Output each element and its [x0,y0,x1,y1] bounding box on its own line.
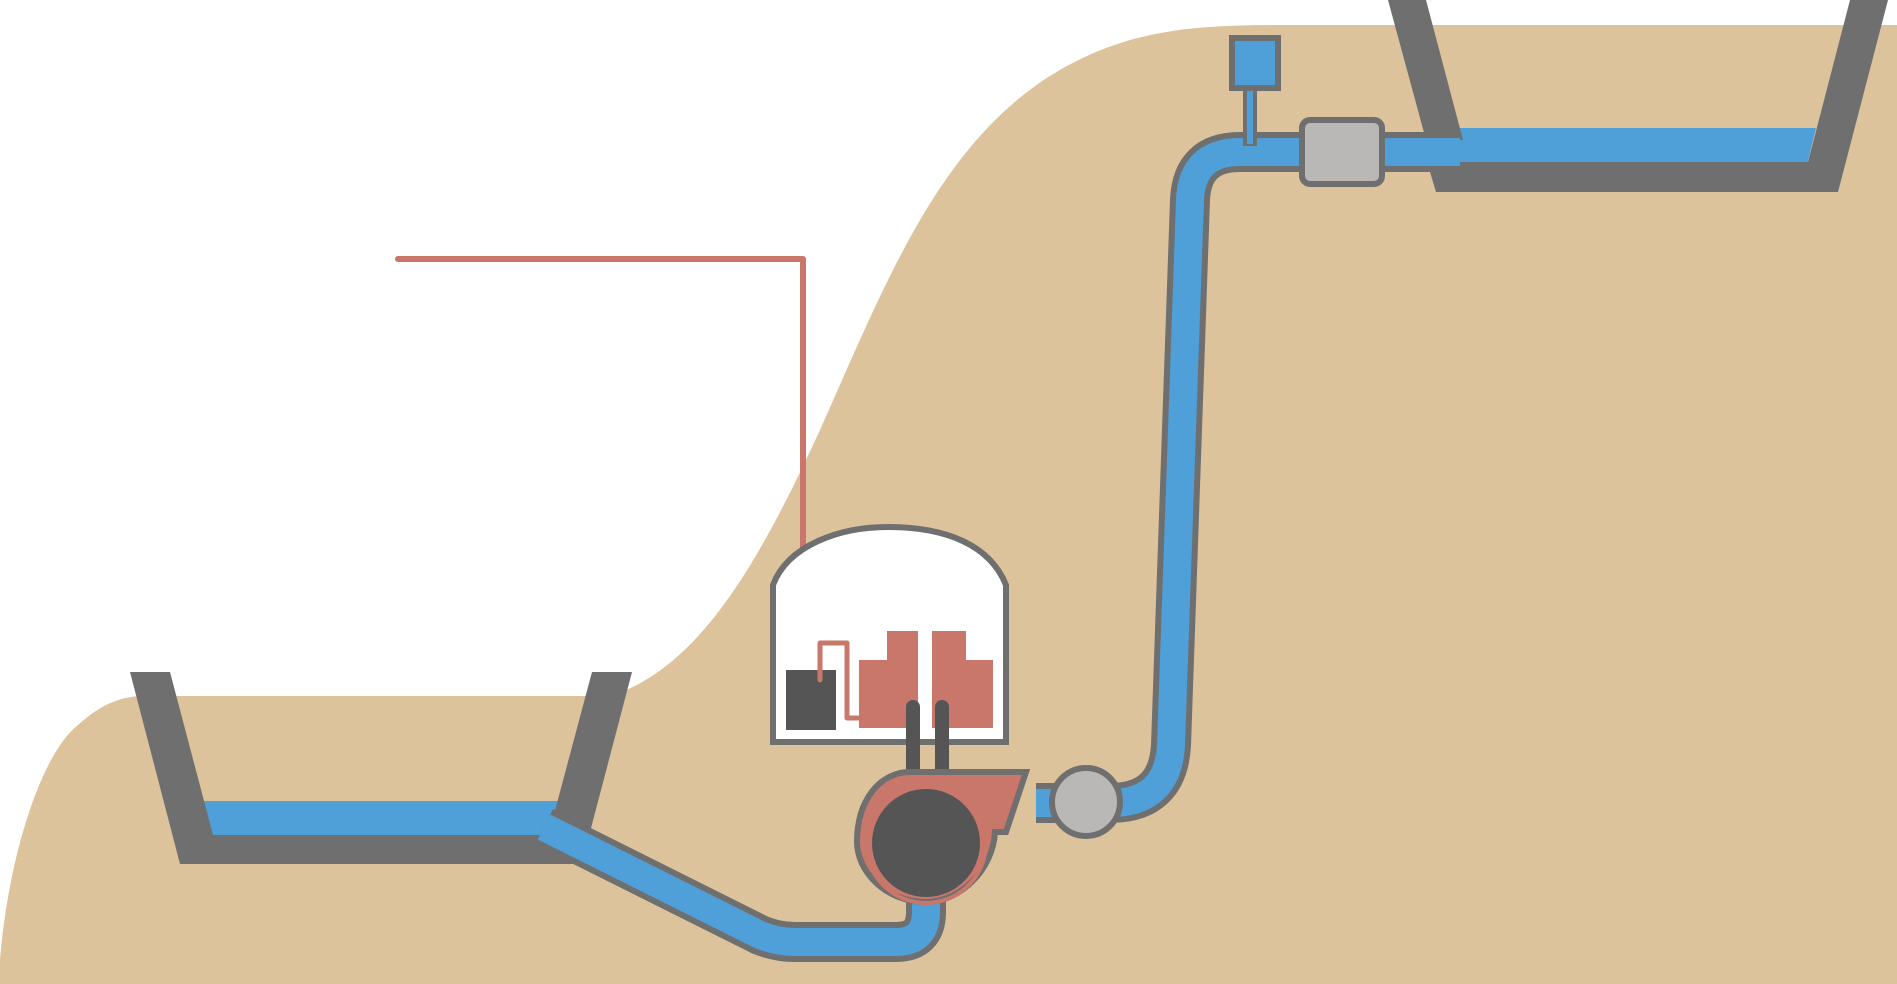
surge-tank [1229,35,1281,146]
pump-turbine [853,769,1031,906]
lower-reservoir-water [198,801,570,836]
lower-reservoir-right-wall [553,672,632,832]
turbine-ring [864,781,988,905]
butterfly-valve-icon [1049,765,1123,839]
upper-reservoir [1388,0,1888,192]
surge-tank-chamber [1229,35,1281,91]
power-line [395,256,806,683]
main-inlet-valve [1049,765,1123,839]
generator-shaft-left [906,700,920,780]
generator-shaft-right [935,700,949,780]
terrain [0,25,1897,984]
intake-gate [1299,117,1385,187]
transformer-wiring [817,640,873,721]
upper-reservoir-left-wall [1388,0,1463,140]
upper-reservoir-water [1452,128,1816,165]
generator-icon [859,631,993,728]
gate-icon [1299,117,1385,187]
transformer-icon [786,670,836,730]
upper-reservoir-basin [1427,0,1888,192]
powerhouse [770,523,1009,780]
turbine-wheel-icon [872,789,980,897]
